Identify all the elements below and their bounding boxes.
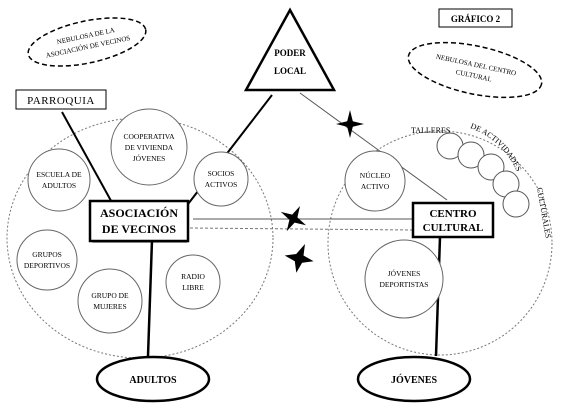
poder-local-triangle bbox=[243, 7, 337, 92]
svg-text:ACTIVO: ACTIVO bbox=[361, 182, 390, 191]
adultos-ellipse bbox=[95, 355, 211, 403]
jovenes-label: JÓVENES bbox=[391, 374, 438, 386]
culturales-label: CULTURALES bbox=[535, 187, 553, 239]
centro-line2: CULTURAL bbox=[423, 222, 484, 234]
talleres-circles bbox=[436, 132, 530, 218]
svg-text:DEPORTIVOS: DEPORTIVOS bbox=[24, 261, 70, 270]
poder-line1: PODER bbox=[274, 48, 306, 58]
svg-text:LIBRE: LIBRE bbox=[182, 283, 204, 292]
svg-text:JÓVENES: JÓVENES bbox=[388, 268, 421, 278]
asociacion-box bbox=[88, 199, 190, 243]
circle-grupo-mujeres: GRUPO DE MUJERES bbox=[77, 268, 143, 334]
parroquia-label: PARROQUIA bbox=[27, 95, 95, 107]
jovenes-ellipse bbox=[356, 355, 472, 403]
circle-nucleo-activo: NÚCLEO ACTIVO bbox=[344, 150, 406, 212]
svg-text:ADULTOS: ADULTOS bbox=[42, 181, 76, 190]
line-asociacion-adultos bbox=[146, 239, 154, 357]
svg-text:ESCUELA DE: ESCUELA DE bbox=[36, 170, 82, 179]
svg-text:COOPERATIVA: COOPERATIVA bbox=[123, 132, 175, 141]
svg-text:NÚCLEO: NÚCLEO bbox=[360, 170, 391, 180]
svg-text:MUJERES: MUJERES bbox=[93, 302, 126, 311]
circle-escuela: ESCUELA DE ADULTOS bbox=[27, 148, 91, 212]
circle-socios: SOCIOS ACTIVOS bbox=[193, 151, 249, 207]
parroquia-box bbox=[15, 89, 107, 110]
svg-text:GRUPOS: GRUPOS bbox=[32, 250, 62, 259]
title-box bbox=[438, 8, 513, 28]
star-marker-2 bbox=[280, 206, 306, 232]
asociacion-line2: DE VECINOS bbox=[102, 222, 176, 236]
circle-grupos-deportivos: GRUPOS DEPORTIVOS bbox=[16, 229, 78, 291]
asociacion-line1: ASOCIACIÓN bbox=[100, 206, 178, 220]
svg-text:SOCIOS: SOCIOS bbox=[208, 169, 235, 178]
poder-line2: LOCAL bbox=[274, 66, 306, 76]
adultos-label: ADULTOS bbox=[129, 375, 177, 386]
svg-text:JÓVENES: JÓVENES bbox=[133, 153, 166, 163]
centro-line1: CENTRO bbox=[429, 208, 477, 220]
circle-cooperativa: COOPERATIVA DE VIVIENDA JÓVENES bbox=[110, 108, 188, 186]
star-marker-1 bbox=[336, 110, 364, 138]
svg-text:DEPORTISTAS: DEPORTISTAS bbox=[380, 280, 429, 289]
right-cluster-ellipse bbox=[327, 130, 553, 356]
svg-text:DE VIVIENDA: DE VIVIENDA bbox=[125, 143, 174, 152]
centro-box bbox=[411, 201, 495, 239]
circle-radio-libre: RADIO LIBRE bbox=[165, 254, 221, 310]
line-parroquia-asociacion bbox=[61, 111, 116, 209]
line-poder-centro bbox=[299, 92, 448, 201]
line-asociacion-centro-dashed bbox=[189, 227, 414, 231]
nebula-centro: NEBULOSA DEL CENTRO CULTURAL bbox=[407, 41, 543, 99]
title-text: GRÁFICO 2 bbox=[451, 14, 501, 24]
nebula-vecinos: NEBULOSA DE LA ASOCIACIÓN DE VECINOS bbox=[27, 17, 147, 67]
star-marker-3 bbox=[284, 244, 314, 273]
svg-text:ACTIVOS: ACTIVOS bbox=[205, 180, 238, 189]
circle-jovenes-deportistas: JÓVENES DEPORTISTAS bbox=[364, 239, 444, 319]
svg-text:RADIO: RADIO bbox=[181, 272, 205, 281]
svg-text:GRUPO DE: GRUPO DE bbox=[91, 291, 129, 300]
talleres-label: TALLERES bbox=[411, 126, 450, 135]
